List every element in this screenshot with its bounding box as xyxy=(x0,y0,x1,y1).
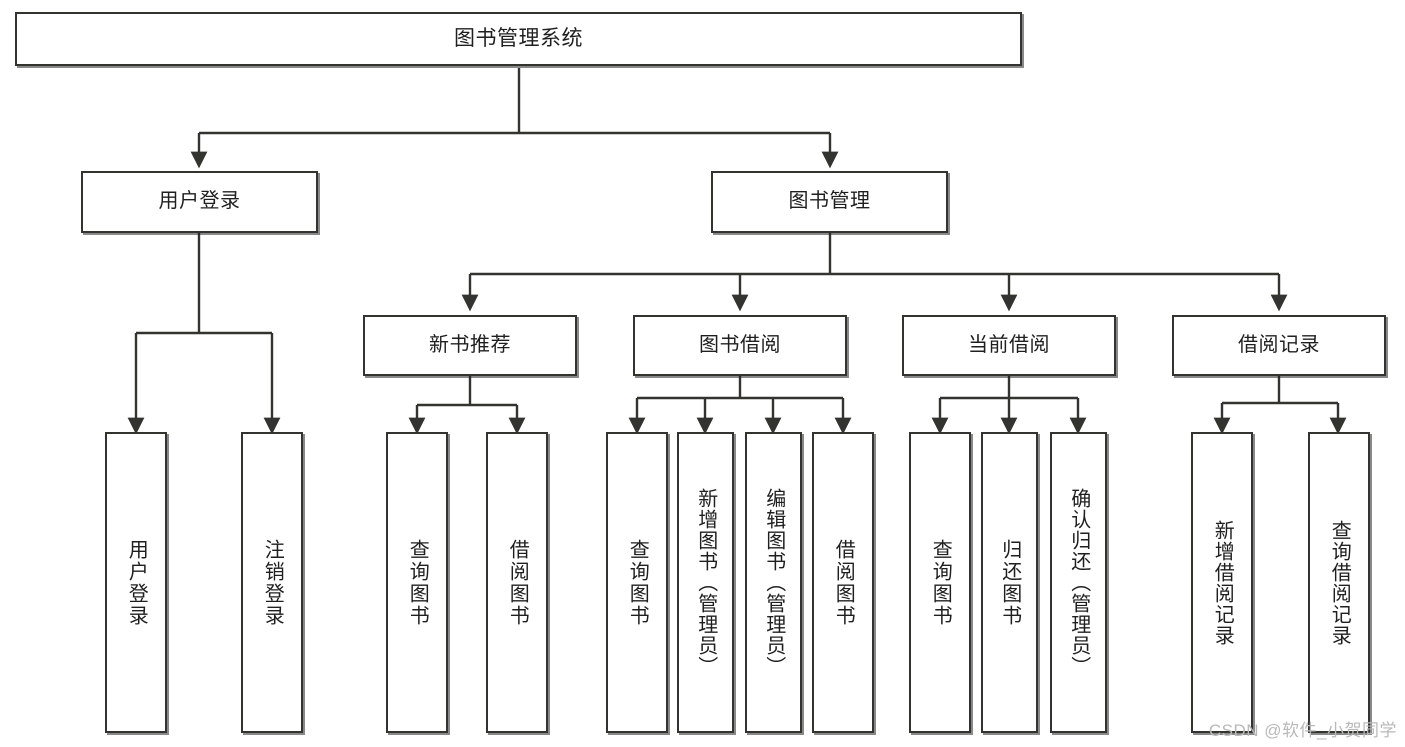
leaf-confirm-return-admin-label: 确认归还（管理员） xyxy=(1067,488,1090,677)
leaf-borrow-book-label: 借阅图书 xyxy=(832,538,855,627)
node-user-login[interactable]: 用户登录 xyxy=(81,171,318,233)
leaf-query-book-current-label: 查询图书 xyxy=(929,538,952,627)
leaf-add-borrow-record[interactable]: 新增借阅记录 xyxy=(1191,432,1253,733)
leaf-user-login[interactable]: 用户登录 xyxy=(105,432,167,733)
leaf-add-book-admin-label: 新增图书（管理员） xyxy=(694,488,717,677)
leaf-return-book[interactable]: 归还图书 xyxy=(981,432,1038,733)
node-borrow-record[interactable]: 借阅记录 xyxy=(1172,315,1386,376)
node-new-book-recommend[interactable]: 新书推荐 xyxy=(363,315,577,376)
node-book-borrow[interactable]: 图书借阅 xyxy=(633,315,847,376)
node-root-label: 图书管理系统 xyxy=(454,26,583,50)
node-book-management[interactable]: 图书管理 xyxy=(711,171,948,233)
leaf-borrow-book-recommend[interactable]: 借阅图书 xyxy=(486,432,548,733)
leaf-confirm-return-admin[interactable]: 确认归还（管理员） xyxy=(1050,432,1107,733)
node-book-borrow-label: 图书借阅 xyxy=(699,333,781,356)
node-user-login-label: 用户登录 xyxy=(158,190,241,213)
leaf-logout-label: 注销登录 xyxy=(261,538,284,627)
node-book-management-label: 图书管理 xyxy=(788,190,871,213)
leaf-query-book-borrow-label: 查询图书 xyxy=(626,538,649,627)
leaf-edit-book-admin-label: 编辑图书（管理员） xyxy=(762,488,785,677)
leaf-query-book-recommend[interactable]: 查询图书 xyxy=(386,432,448,733)
leaf-add-borrow-record-label: 新增借阅记录 xyxy=(1211,519,1234,646)
leaf-query-borrow-record-label: 查询借阅记录 xyxy=(1328,519,1351,646)
leaf-query-borrow-record[interactable]: 查询借阅记录 xyxy=(1308,432,1370,733)
leaf-user-login-label: 用户登录 xyxy=(125,538,148,627)
node-current-borrow-label: 当前借阅 xyxy=(968,333,1050,356)
leaf-return-book-label: 归还图书 xyxy=(998,538,1021,627)
leaf-edit-book-admin[interactable]: 编辑图书（管理员） xyxy=(745,432,802,733)
node-new-book-recommend-label: 新书推荐 xyxy=(429,333,511,356)
node-borrow-record-label: 借阅记录 xyxy=(1238,333,1320,356)
node-root[interactable]: 图书管理系统 xyxy=(15,12,1022,66)
leaf-borrow-book[interactable]: 借阅图书 xyxy=(812,432,874,733)
leaf-query-book-current[interactable]: 查询图书 xyxy=(909,432,971,733)
leaf-logout[interactable]: 注销登录 xyxy=(241,432,303,733)
leaf-query-book-borrow[interactable]: 查询图书 xyxy=(606,432,668,733)
leaf-borrow-book-recommend-label: 借阅图书 xyxy=(506,538,529,627)
watermark: CSDN @软件_小贺同学 xyxy=(1208,721,1397,740)
leaf-query-book-recommend-label: 查询图书 xyxy=(406,538,429,627)
leaf-add-book-admin[interactable]: 新增图书（管理员） xyxy=(677,432,734,733)
node-current-borrow[interactable]: 当前借阅 xyxy=(902,315,1116,376)
